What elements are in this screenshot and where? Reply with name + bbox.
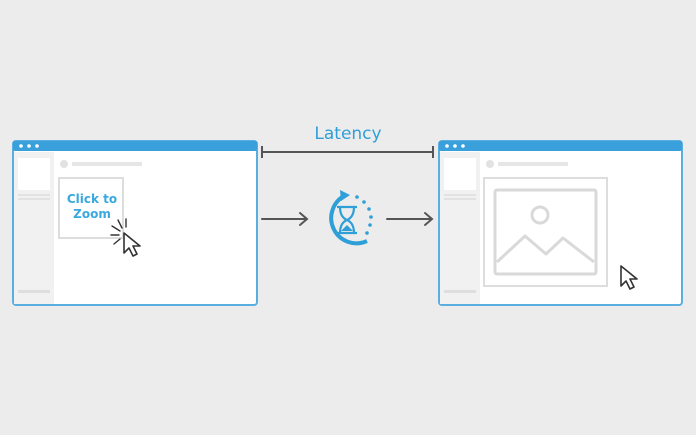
latency-bracket	[261, 146, 434, 158]
left-image-thumbnail	[58, 177, 124, 239]
left-sidebar-block	[18, 158, 50, 190]
arrow-to-loader	[261, 212, 309, 226]
click-to-zoom-line2: Zoom	[73, 207, 111, 221]
left-window-dot-3	[35, 144, 39, 148]
left-window-titlebar	[13, 141, 257, 151]
arrow-to-result	[386, 212, 434, 226]
right-window-titlebar	[439, 141, 682, 151]
right-window-dot-3	[461, 144, 465, 148]
right-sidebar-block	[444, 158, 476, 190]
right-window-dot-2	[453, 144, 457, 148]
click-to-zoom-line1: Click to	[66, 192, 118, 206]
right-image-frame	[483, 177, 608, 287]
mouse-pointer-icon	[620, 265, 638, 290]
right-header-avatar	[486, 160, 494, 168]
latency-label: Latency	[314, 124, 382, 144]
right-browser-window	[438, 140, 683, 306]
left-header-bar	[72, 162, 142, 166]
mouse-pointer-click-icon	[110, 218, 141, 257]
click-to-zoom-label: Click to Zoom	[60, 192, 124, 222]
left-browser-window	[12, 140, 258, 306]
left-window-dot-2	[27, 144, 31, 148]
image-placeholder-icon	[493, 188, 598, 276]
right-header-bar	[498, 162, 568, 166]
left-window-dot-1	[19, 144, 23, 148]
hourglass-spinner-icon	[329, 190, 373, 246]
right-window-dot-1	[445, 144, 449, 148]
left-header-avatar	[60, 160, 68, 168]
